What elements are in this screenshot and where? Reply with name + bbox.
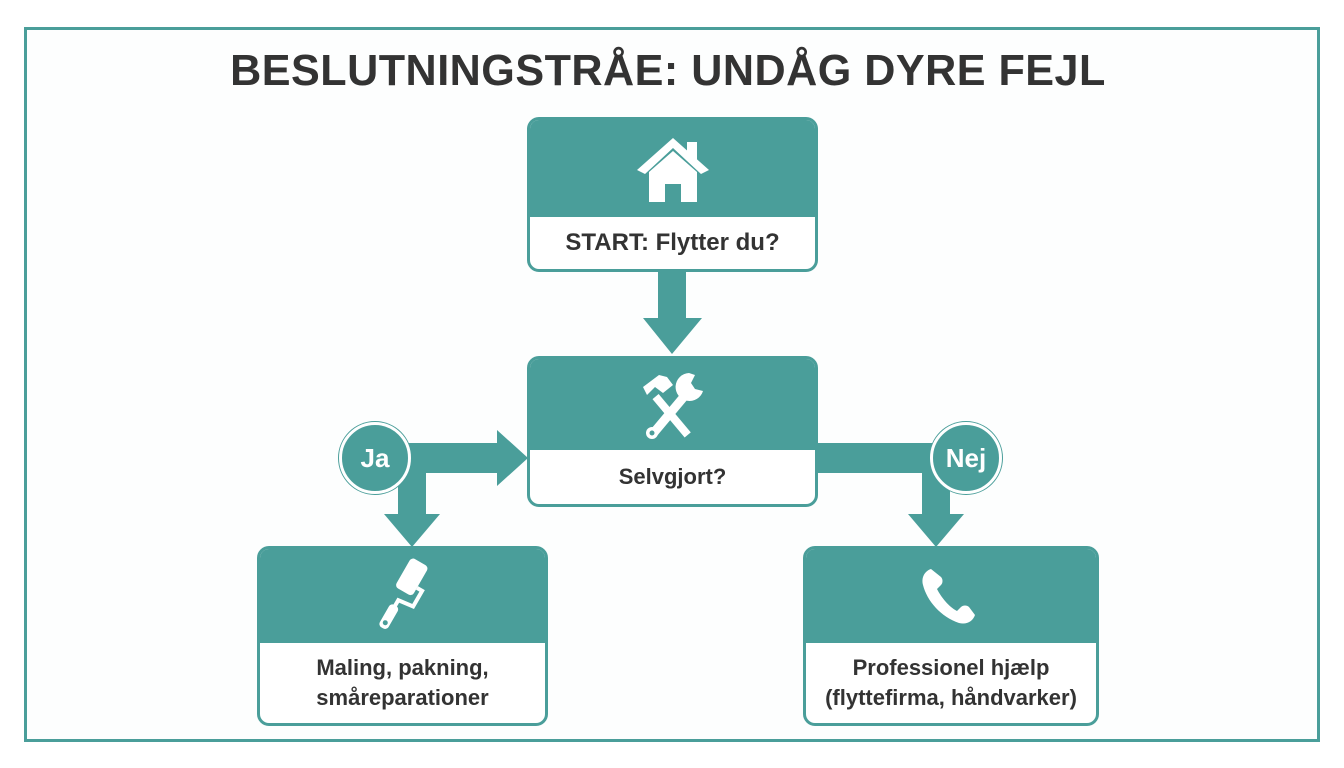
diy-node: Maling, pakning, småreparationer	[257, 546, 548, 726]
arrow-start-to-decision	[643, 268, 702, 354]
phone-icon	[922, 569, 975, 624]
pro-label-line2: (flyttefirma, håndvarker)	[825, 685, 1077, 710]
start-node-label: START: Flytter du?	[565, 229, 780, 256]
hammer-wrench-icon	[642, 372, 703, 439]
diy-node-header	[260, 549, 545, 643]
pro-node-header	[806, 549, 1096, 643]
no-badge: Nej	[930, 422, 1002, 494]
house-icon	[636, 137, 709, 202]
diy-node-label: Maling, pakning, småreparationer	[260, 643, 545, 723]
pro-node: Professionel hjælp (flyttefirma, håndvar…	[803, 546, 1099, 726]
decision-node-header	[530, 359, 815, 450]
pro-label-line1: Professionel hjælp	[852, 655, 1050, 680]
diy-label-line1: Maling, pakning,	[316, 655, 489, 680]
decision-node: Selvgjort?	[527, 356, 818, 507]
diagram-title: BESLUTNINGSTRÅE: UNDÅG DYRE FEJL	[230, 46, 1106, 95]
start-node: START: Flytter du?	[527, 117, 818, 272]
decision-node-label: Selvgjort?	[618, 464, 727, 489]
start-node-header	[530, 120, 815, 217]
diy-label-line2: småreparationer	[316, 685, 489, 710]
paint-roller-icon	[378, 558, 427, 629]
yes-badge: Ja	[339, 422, 411, 494]
pro-node-label: Professionel hjælp (flyttefirma, håndvar…	[806, 643, 1096, 723]
